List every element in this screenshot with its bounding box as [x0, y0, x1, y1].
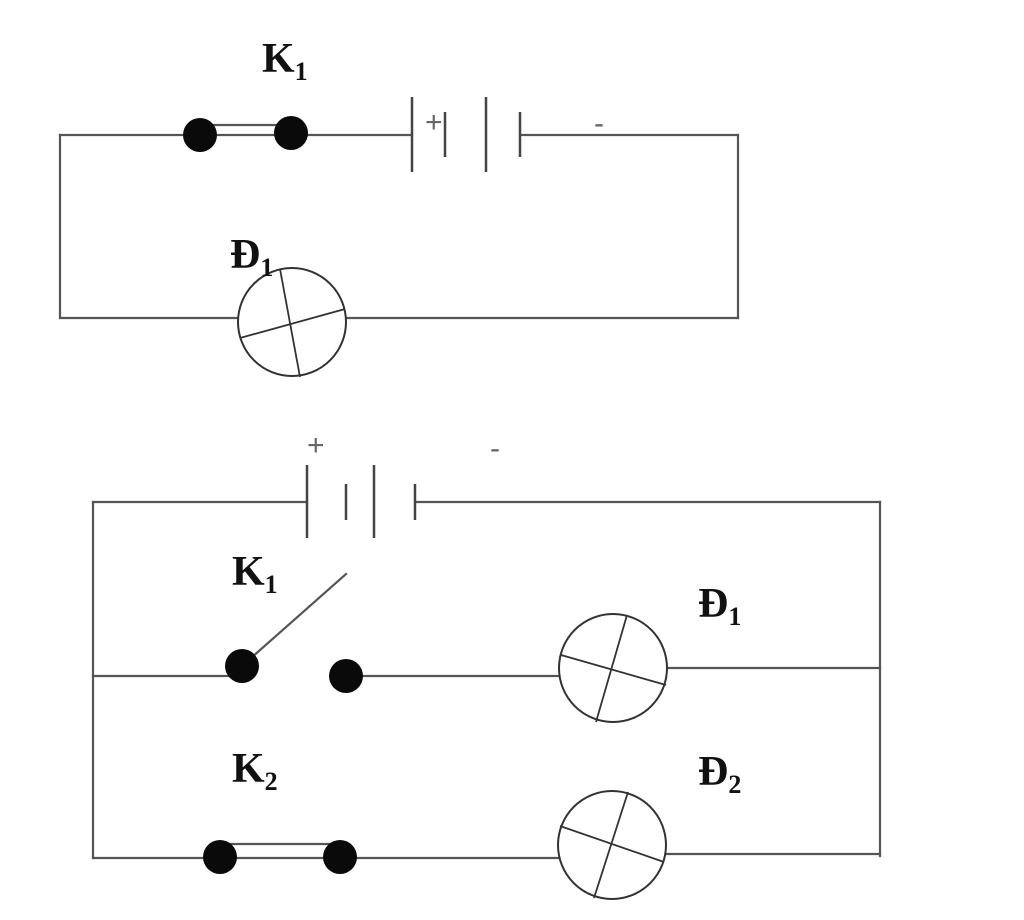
battery-2 — [305, 465, 417, 538]
circuit-2-wires — [91, 500, 882, 860]
battery-minus-sign: - — [594, 107, 604, 140]
switch-terminal — [329, 659, 363, 693]
switch-terminal — [203, 840, 237, 874]
switch-terminal — [225, 649, 259, 683]
battery-plus-sign: + — [307, 429, 325, 462]
battery-minus-sign: - — [490, 432, 500, 465]
switch-k2-label: K2 — [232, 746, 278, 796]
switch-k1-label: K1 — [232, 549, 278, 599]
lamp-d1-icon — [237, 267, 347, 378]
circuit-2: + - K1 Đ1 K2 Đ2 — [91, 429, 882, 900]
lamp-d2-label: Đ2 — [698, 749, 741, 799]
battery-plus-sign: + — [425, 106, 443, 139]
switch-terminal — [183, 118, 217, 152]
switch-k1-label: K1 — [262, 36, 308, 86]
switch-k1-open — [225, 572, 363, 693]
lamp-d1-label: Đ1 — [230, 232, 273, 282]
circuit-1-wires — [58, 133, 740, 320]
lamp-d1-label: Đ1 — [698, 581, 741, 631]
switch-k2-closed — [203, 840, 357, 874]
switch-terminal — [323, 840, 357, 874]
switch-terminal — [274, 116, 308, 150]
switch-k1-closed — [183, 116, 308, 152]
circuit-1: K1 + - Đ1 — [58, 36, 740, 378]
battery-1 — [410, 97, 522, 172]
lamp-d1-icon — [558, 613, 668, 723]
lamp-d2-icon — [557, 790, 667, 900]
